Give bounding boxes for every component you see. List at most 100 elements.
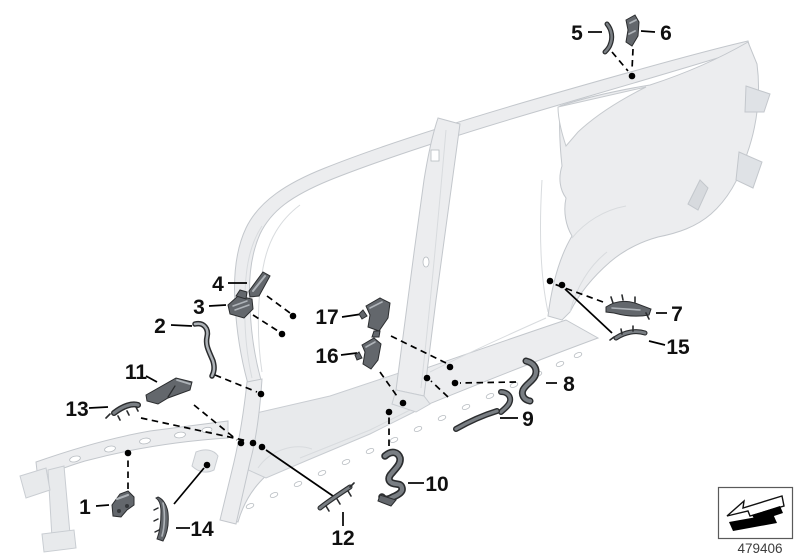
callout-2-label[interactable]: 2 (154, 315, 166, 338)
callout-12-leader (265, 449, 334, 497)
callout-10: 10 (377, 408, 449, 507)
part-2-icon (192, 320, 217, 379)
part-5-icon (602, 21, 615, 55)
callout-2-leader (214, 374, 258, 393)
callout-3: 3 (193, 289, 286, 338)
callout-15-connector (648, 340, 666, 346)
callout-7-leader (553, 283, 604, 303)
callout-15-leader (564, 288, 613, 334)
callout-1: 1 (79, 449, 135, 519)
part-16-icon (354, 337, 382, 370)
callout-2-connector (170, 324, 193, 327)
part-17-icon (358, 297, 391, 338)
callout-4: 4 (212, 271, 297, 320)
callout-6-label[interactable]: 6 (660, 22, 672, 45)
callout-4-label[interactable]: 4 (212, 273, 224, 296)
windshield-frame-line (257, 204, 301, 373)
callout-10-label[interactable]: 10 (425, 473, 448, 496)
part-1-icon (111, 490, 135, 518)
callout-16-location-dot (399, 399, 407, 407)
callout-14: 14 (153, 461, 214, 542)
callout-13-label[interactable]: 13 (65, 398, 88, 421)
callout-9-location-dot (423, 374, 431, 382)
callout-6-leader (631, 48, 634, 71)
callout-6-location-dot (628, 72, 636, 80)
callout-14-leader (173, 467, 205, 505)
part-4-icon (248, 271, 271, 298)
callout-16-leader (379, 371, 400, 400)
callout-13-connector (88, 406, 109, 409)
callout-16: 16 (315, 337, 407, 407)
b-pillar-hole (430, 149, 440, 162)
callout-2-location-dot (257, 390, 265, 398)
callout-7: 7 (546, 277, 683, 326)
part-12-icon (317, 482, 355, 512)
part-10-icon (377, 448, 406, 507)
callout-7-label[interactable]: 7 (671, 303, 683, 326)
front-support-vertical (47, 465, 71, 539)
callout-14-label[interactable]: 14 (190, 518, 214, 541)
callout-13: 13 (65, 398, 257, 447)
callout-17-location-dot (446, 363, 454, 371)
callout-11-label[interactable]: 11 (125, 361, 148, 384)
rear-tab-upper (744, 85, 771, 113)
callout-10-location-dot (385, 408, 393, 416)
headlamp-bracket (191, 449, 219, 473)
b-pillar-hole2 (422, 256, 430, 268)
inner-sill-line (429, 317, 547, 373)
part-6-icon (625, 14, 640, 47)
callout-14-location-dot (203, 461, 211, 469)
front-support-foot (41, 529, 77, 553)
callout-5-label[interactable]: 5 (571, 22, 583, 45)
callout-15: 15 (558, 281, 690, 359)
callout-11-leader (193, 404, 238, 441)
callout-1-label[interactable]: 1 (79, 496, 91, 519)
c-pillar-inner-line (539, 179, 549, 313)
callout-4-leader (266, 295, 291, 314)
hinge-pillar (219, 378, 263, 525)
callout-8: 8 (451, 357, 575, 405)
callout-12-label[interactable]: 12 (331, 527, 354, 550)
callout-3-connector (208, 304, 227, 307)
callout-9-leader (430, 380, 449, 398)
callout-17: 17 (315, 297, 454, 371)
callout-11-location-dot (237, 439, 245, 447)
callout-3-label[interactable]: 3 (193, 296, 205, 319)
part-8-icon (518, 357, 540, 405)
callout-5-leader (611, 51, 629, 72)
callout-11: 11 (125, 361, 245, 447)
callout-16-label[interactable]: 16 (315, 345, 338, 368)
callout-11-connector (145, 375, 158, 383)
b-pillar (395, 117, 461, 397)
rear-tab-lower (735, 151, 763, 189)
callout-3-leader (252, 314, 279, 332)
b-pillar-inner-line (420, 129, 447, 389)
callout-4-location-dot (289, 312, 297, 320)
callout-13-location-dot (249, 439, 257, 447)
drawing-number: 479406 (737, 541, 782, 556)
part-7-icon (605, 294, 652, 320)
wheel-arch-line (569, 251, 608, 313)
callout-17-label[interactable]: 17 (315, 306, 338, 329)
callout-1-location-dot (124, 449, 132, 457)
callout-3-location-dot (278, 330, 286, 338)
callout-15-location-dot (558, 281, 566, 289)
direction-indicator (717, 486, 794, 540)
part-11-icon (145, 377, 193, 405)
callout-9-label[interactable]: 9 (522, 408, 534, 431)
callout-8-leader (459, 381, 517, 384)
callout-8-label[interactable]: 8 (563, 373, 575, 396)
callout-15-label[interactable]: 15 (666, 336, 690, 359)
floor-crease-line (299, 409, 411, 459)
front-support-side (19, 467, 51, 499)
b-pillar-foot (391, 389, 431, 413)
callout-7-location-dot (546, 277, 554, 285)
callout-9: 9 (423, 374, 534, 432)
callout-8-location-dot (451, 379, 459, 387)
rear-panel-step (687, 179, 709, 211)
front-rail-holes (69, 426, 213, 463)
rear-quarter-panel (547, 41, 759, 321)
part-13-icon (105, 401, 141, 421)
